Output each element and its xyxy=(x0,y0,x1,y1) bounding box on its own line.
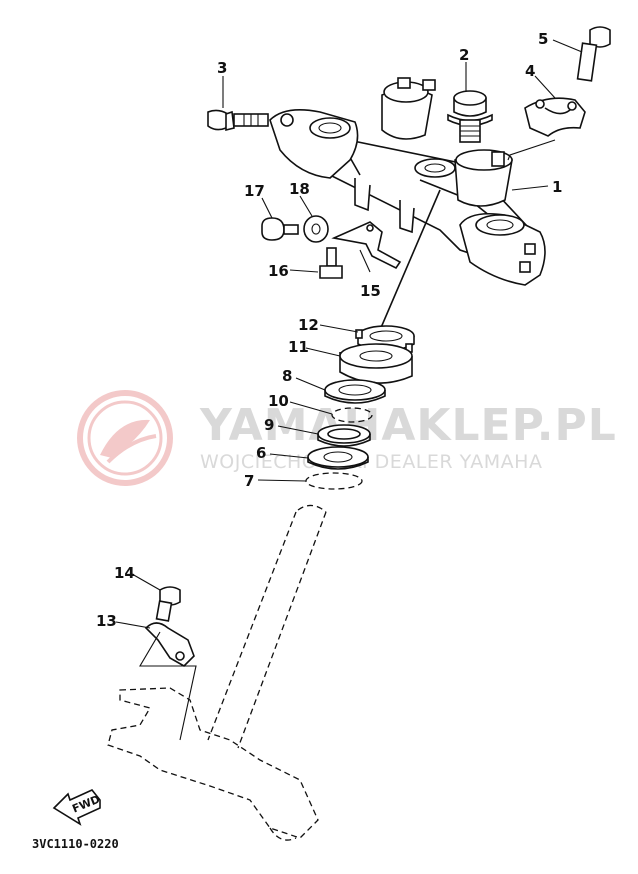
bearing-race-8 xyxy=(324,379,386,404)
cable-guide-15 xyxy=(331,221,402,270)
diagram-code: 3VC1110-0220 xyxy=(32,837,119,851)
upper-bracket xyxy=(269,77,546,286)
bracket-13 xyxy=(144,622,195,667)
bolt-16 xyxy=(319,247,343,279)
fwd-arrow-icon: FWD xyxy=(52,789,102,826)
callout-4: 4 xyxy=(525,62,535,80)
wing-logo-icon xyxy=(77,390,173,486)
callout-3: 3 xyxy=(217,59,227,77)
watermark-tagline: WOJCIECHOWSKI DEALER YAMAHA xyxy=(200,451,542,473)
side-bolt-3 xyxy=(207,109,269,132)
callout-1: 1 xyxy=(552,178,562,196)
callout-6: 6 xyxy=(256,444,266,462)
bolt-14 xyxy=(155,586,181,622)
handlebar-holder-4 xyxy=(524,97,586,137)
watermark: YAMAHAKLEP.PL WOJCIECHOWSKI DEALER YAMAH… xyxy=(77,390,617,486)
callout-15: 15 xyxy=(360,282,381,300)
callout-14: 14 xyxy=(114,564,135,582)
callout-8: 8 xyxy=(282,367,292,385)
ball-bearing-10 xyxy=(331,407,373,423)
steering-stem-outline xyxy=(107,504,327,841)
callout-5: 5 xyxy=(538,30,548,48)
holder-bolt-5 xyxy=(576,26,611,82)
callout-12: 12 xyxy=(298,316,319,334)
watermark-brand: YAMAHAKLEP.PL xyxy=(199,400,617,451)
callout-13: 13 xyxy=(96,612,117,630)
leader-lines xyxy=(115,39,583,629)
screw-17 xyxy=(261,217,299,241)
callout-17: 17 xyxy=(244,182,265,200)
callout-11: 11 xyxy=(288,338,309,356)
callout-9: 9 xyxy=(264,416,274,434)
callout-16: 16 xyxy=(268,262,289,280)
callout-2: 2 xyxy=(459,46,469,64)
callout-10: 10 xyxy=(268,392,289,410)
bearing-race-6 xyxy=(307,446,369,470)
bearing-cover-11 xyxy=(339,343,413,384)
callout-18: 18 xyxy=(289,180,310,198)
ball-bearing-7 xyxy=(305,472,363,490)
callout-labels: 1 2 3 4 5 6 7 8 9 10 11 12 13 14 15 16 1… xyxy=(96,30,562,630)
callout-7: 7 xyxy=(244,472,254,490)
washer-18 xyxy=(303,215,329,243)
bearing-race-9 xyxy=(317,424,371,447)
flange-bolt-2 xyxy=(447,90,493,143)
